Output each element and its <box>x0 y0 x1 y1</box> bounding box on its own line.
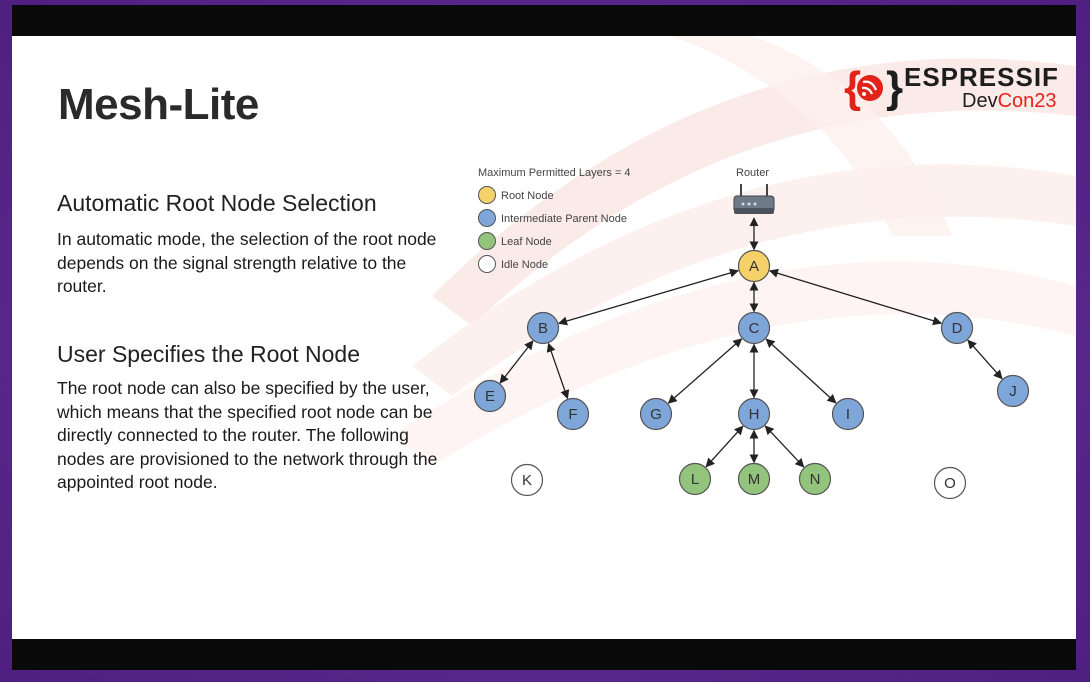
legend-swatch-idle <box>478 255 496 273</box>
edge-c-i <box>765 338 837 404</box>
slide-title: Mesh-Lite <box>58 80 259 129</box>
node-h: H <box>737 397 771 431</box>
node-f: F <box>556 397 590 431</box>
slide: Mesh-Lite { } ESPRESSIF DevCon23 Automat… <box>12 36 1076 639</box>
legend-intermediate: Intermediate Parent Node <box>478 209 627 227</box>
node-j: J <box>996 374 1030 408</box>
edges-layer <box>499 217 1003 468</box>
node-circle-l <box>678 462 712 496</box>
node-circle-d <box>940 311 974 345</box>
legend-root: Root Node <box>478 186 554 204</box>
node-circle-k <box>510 463 544 497</box>
legend-title: Maximum Permitted Layers = 4 <box>478 167 631 179</box>
node-label-d: D <box>952 320 963 337</box>
node-circle-e <box>473 379 507 413</box>
svg-text:}: } <box>886 63 903 112</box>
legend-label-intermediate: Intermediate Parent Node <box>501 213 627 225</box>
legend-swatch-root <box>478 186 496 204</box>
node-circle-c <box>737 311 771 345</box>
legend-leaf: Leaf Node <box>478 232 552 250</box>
espressif-devcon-logo: { } ESPRESSIF DevCon23 <box>842 58 1062 118</box>
node-d: D <box>940 311 974 345</box>
edge-c-g <box>667 338 743 404</box>
node-a: A <box>737 249 771 283</box>
node-label-g: G <box>650 406 662 423</box>
section-heading-automatic-root: Automatic Root Node Selection <box>57 190 377 216</box>
legend-idle: Idle Node <box>478 255 548 273</box>
node-circle-n <box>798 462 832 496</box>
node-circle-h <box>737 397 771 431</box>
legend-label-leaf: Leaf Node <box>501 236 552 248</box>
node-circle-b <box>526 311 560 345</box>
edge-d-j <box>967 339 1003 380</box>
node-label-n: N <box>810 471 821 488</box>
node-i: I <box>831 397 865 431</box>
legend-swatch-intermediate <box>478 209 496 227</box>
logo-event-prefix: Dev <box>962 90 998 112</box>
router-icon <box>733 184 775 214</box>
edge-b-e <box>499 340 534 384</box>
node-m: M <box>737 462 771 496</box>
node-c: C <box>737 311 771 345</box>
edge-h-l <box>705 425 744 468</box>
router-label: Router <box>736 167 769 179</box>
section-heading-user-specified-root: User Specifies the Root Node <box>57 341 360 367</box>
node-circle-a <box>737 249 771 283</box>
node-circle-j <box>996 374 1030 408</box>
node-circle-g <box>639 397 673 431</box>
node-label-f: F <box>568 406 577 423</box>
node-circle-o <box>933 466 967 500</box>
node-circle-f <box>556 397 590 431</box>
node-circle-i <box>831 397 865 431</box>
section-body-user-specified-root: The root node can also be specified by t… <box>57 378 438 492</box>
letterbox-top <box>12 5 1076 36</box>
node-g: G <box>639 397 673 431</box>
node-label-m: M <box>748 471 761 488</box>
node-label-a: A <box>749 258 759 275</box>
letterbox-bottom <box>12 639 1076 670</box>
svg-text:{: { <box>844 63 861 112</box>
logo-event-text: DevCon23 <box>962 90 1057 113</box>
mesh-topology-diagram: Maximum Permitted Layers = 4 Root Node I… <box>473 167 1030 500</box>
node-l: L <box>678 462 712 496</box>
edge-a-d <box>768 268 943 326</box>
node-label-j: J <box>1009 383 1017 400</box>
espressif-logo-icon: { } <box>844 63 903 112</box>
node-k: K <box>510 463 544 497</box>
node-n: N <box>798 462 832 496</box>
node-e: E <box>473 379 507 413</box>
logo-brand-text: ESPRESSIF <box>904 62 1059 92</box>
node-label-e: E <box>485 388 495 405</box>
node-label-l: L <box>691 471 699 488</box>
node-label-h: H <box>749 406 760 423</box>
edge-h-n <box>764 425 805 468</box>
logo-event-suffix: Con23 <box>997 90 1057 112</box>
nodes-layer: A B C D E F G H I J K L M N O <box>473 249 1030 500</box>
legend-label-root: Root Node <box>501 190 554 202</box>
node-label-b: B <box>538 320 548 337</box>
legend-swatch-leaf <box>478 232 496 250</box>
edge-a-b <box>557 268 740 326</box>
node-label-i: I <box>846 406 850 423</box>
edge-b-f <box>546 342 570 400</box>
node-label-c: C <box>749 320 760 337</box>
node-o: O <box>933 466 967 500</box>
node-label-k: K <box>522 472 532 489</box>
section-body-automatic-root: In automatic mode, the selection of the … <box>57 229 437 296</box>
node-circle-m <box>737 462 771 496</box>
legend-label-idle: Idle Node <box>501 259 548 271</box>
node-label-o: O <box>944 475 956 492</box>
node-b: B <box>526 311 560 345</box>
